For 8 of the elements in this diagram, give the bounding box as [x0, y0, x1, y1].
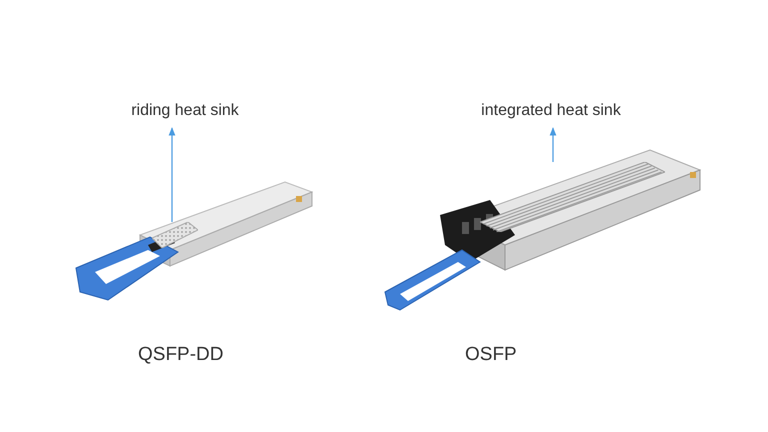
heat-sink-picture: [480, 162, 665, 232]
leader-arrow: [550, 127, 556, 162]
heat-sink-picture: [152, 222, 198, 248]
product-name: OSFP: [465, 344, 517, 366]
product-name: QSFP-DD: [138, 344, 224, 366]
callout-label: riding heat sink: [110, 102, 260, 126]
callout-label: integrated heat sink: [460, 102, 642, 126]
leader-arrow: [168, 127, 176, 222]
